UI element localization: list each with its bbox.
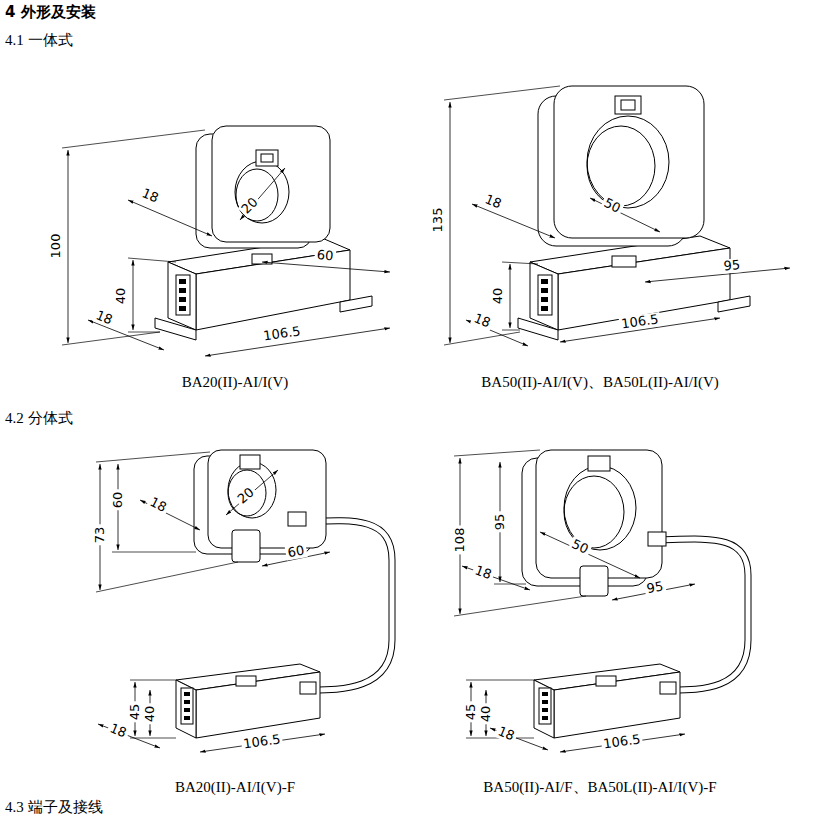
dimension-value: 18 — [494, 724, 518, 745]
dimension-value: 40 — [114, 286, 128, 307]
model-caption: BA20(II)-AI/I(V) — [182, 374, 289, 391]
dimension-value: 95 — [493, 512, 507, 533]
dimension-value: 60 — [314, 248, 336, 264]
dimension-value: 50 — [568, 536, 593, 558]
dimension-value: 106.5 — [601, 732, 644, 752]
dimension-value: 106.5 — [619, 312, 662, 332]
dimension-value: 40 — [479, 704, 493, 725]
dimension-value: 18 — [106, 721, 130, 742]
dimension-value: 60 — [111, 490, 125, 511]
dimension-value: 18 — [138, 185, 162, 206]
dimension-value: 18 — [471, 563, 495, 583]
dimension-value: 40 — [491, 286, 505, 307]
dimension-value: 108 — [453, 526, 467, 555]
ba20-split — [96, 450, 392, 752]
section-title: 4 外形及安装 — [5, 4, 96, 21]
ba50-split — [454, 450, 748, 752]
dimension-value: 20 — [238, 194, 263, 219]
dimension-value: 95 — [644, 579, 667, 597]
section-heading: 4.2 分体式 — [5, 410, 73, 427]
dimension-value: 135 — [431, 206, 445, 235]
dimension-value: 60 — [285, 543, 308, 561]
dimension-value: 40 — [143, 704, 157, 725]
dimension-value: 100 — [49, 232, 63, 261]
dimension-value: 45 — [128, 702, 142, 723]
dimension-value: 73 — [93, 525, 107, 546]
dimension-value: 18 — [146, 494, 171, 516]
ba20-integral — [62, 126, 390, 356]
dimension-value: 106.5 — [261, 324, 304, 344]
section-heading: 4.3 端子及接线 — [5, 799, 103, 816]
dimension-value: 18 — [481, 192, 505, 213]
section-heading: 4.1 一体式 — [5, 32, 73, 49]
model-caption: BA20(II)-AI/I(V)-F — [175, 779, 295, 796]
dimension-value: 106.5 — [241, 732, 284, 752]
dimension-value: 95 — [721, 258, 743, 274]
model-caption: BA50(II)-AI/F、BA50L(II)-AI/I(V)-F — [483, 779, 716, 796]
ba50-integral — [444, 86, 790, 346]
dimension-value: 18 — [470, 311, 494, 332]
dimension-value: 18 — [92, 308, 116, 329]
model-caption: BA50(II)-AI/I(V)、BA50L(II)-AI/I(V) — [481, 374, 718, 391]
dimension-value: 20 — [234, 484, 259, 508]
dimension-value: 50 — [600, 195, 625, 217]
dimension-value: 45 — [464, 702, 478, 723]
